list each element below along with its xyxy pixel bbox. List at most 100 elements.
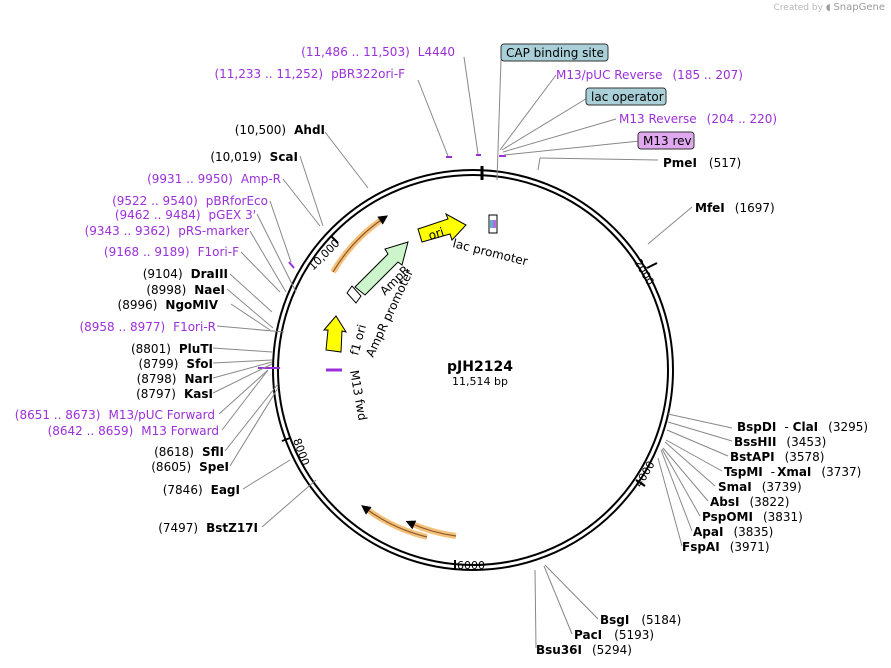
enzyme-bstapi[interactable]: BstAPI (3578) (730, 450, 824, 464)
enzyme-ngomiv-pos: (8996) (118, 298, 158, 312)
primer-m13-puc-reverse-range: (185 .. 207) (673, 68, 743, 82)
enzyme-pmei-name: PmeI (663, 156, 697, 170)
enzyme-bspdi-clai[interactable]: BspDI-ClaI(3295) (737, 420, 868, 434)
enzyme-bspdi-sep: - (784, 420, 788, 434)
enzyme-smai-name: SmaI (718, 480, 752, 494)
enzyme-pmei-pos: (517) (709, 156, 741, 170)
enzyme-bsshii-name: BssHII (734, 435, 776, 449)
enzyme-bsu36i-name: Bsu36I (536, 643, 582, 657)
enzyme-paci[interactable]: PacI (5193) (574, 628, 654, 642)
primer-mark-pbrforeco (288, 261, 295, 269)
enzyme-xmai-name: XmaI (777, 465, 811, 479)
primer-pbrforeco: (9522 .. 9540)pBRforEco (112, 194, 268, 208)
enzyme-fspai[interactable]: FspAI(3971) (682, 540, 770, 554)
tick-4000: 4000 (632, 459, 657, 490)
primer-pgex3-name: pGEX 3' (209, 208, 256, 222)
enzyme-sfoi-name: SfoI (186, 357, 213, 371)
enzyme-scai-name: ScaI (270, 150, 298, 164)
enzyme-draiii-name: DraIII (191, 267, 228, 281)
primer-m13-puc-forward: (8651 .. 8673)M13/pUC Forward (15, 408, 215, 422)
primer-prs-marker-range: (9343 .. 9362) (85, 224, 171, 238)
m13-rev-box[interactable]: M13 rev (637, 131, 695, 150)
m13-fwd-feature: M13 fwd (326, 368, 370, 422)
enzyme-paci-name: PacI (574, 628, 602, 642)
enzyme-naei-name: NaeI (194, 283, 225, 297)
enzyme-paci-pos: (5193) (614, 628, 654, 642)
enzyme-bspdi-name: BspDI (737, 420, 776, 434)
enzyme-sfoi-pos: (8799) (139, 357, 179, 371)
enzyme-absi[interactable]: AbsI(3822) (710, 495, 789, 509)
enzyme-bsshii[interactable]: BssHII(3453) (734, 435, 826, 449)
lac-operator-box[interactable]: lac operator (585, 87, 667, 106)
enzyme-fspai-pos: (3971) (730, 540, 770, 554)
enzyme-smai[interactable]: SmaI (3739) (718, 480, 802, 494)
enzyme-pluti[interactable]: (8801)PluTI (131, 342, 213, 356)
tick-label-2000: 2000 (631, 257, 656, 288)
primer-m13-puc-reverse: M13/pUC Reverse (185 .. 207) (556, 68, 743, 82)
enzyme-kasi[interactable]: (8797)KasI (136, 387, 213, 401)
enzyme-eagi[interactable]: (7846) EagI (163, 483, 240, 497)
enzyme-nari-name: NarI (184, 372, 213, 386)
enzyme-pspomi[interactable]: PspOMI (3831) (702, 510, 803, 524)
tick-label-4000: 4000 (632, 459, 657, 490)
enzyme-kasi-name: KasI (184, 387, 213, 401)
enzyme-smai-pos: (3739) (762, 480, 802, 494)
plasmid-name: pJH2124 (447, 359, 513, 375)
enzyme-draiii[interactable]: (9104)DraIII (143, 267, 228, 281)
enzyme-nari-pos: (8798) (137, 372, 177, 386)
primer-l4440: (11,486 .. 11,503)L4440 (301, 45, 455, 59)
enzyme-pluti-pos: (8801) (131, 342, 171, 356)
primer-m13-puc-forward-name: M13/pUC Forward (108, 408, 215, 422)
enzyme-apai-pos: (3835) (733, 525, 773, 539)
primer-m13-forward-name: M13 Forward (141, 424, 219, 438)
primer-prs-marker: (9343 .. 9362)pRS-marker (85, 224, 249, 238)
primer-f1ori-f: (9168 .. 9189)F1ori-F (104, 245, 239, 259)
backbone-inner-ring (277, 174, 669, 566)
lac-operator-label: lac operator (591, 90, 664, 104)
enzyme-eagi-name: EagI (211, 483, 240, 497)
enzyme-ahdi[interactable]: (10,500) AhdI (235, 123, 325, 137)
ori-label: ori (427, 225, 446, 243)
primer-m13-reverse: M13 Reverse(204 .. 220) (619, 112, 777, 126)
enzyme-bsgi[interactable]: BsgI(5184) (600, 613, 681, 627)
primer-pbr322ori-f-name: pBR322ori-F (331, 67, 405, 81)
enzyme-apai[interactable]: ApaI (3835) (693, 525, 773, 539)
cap-binding-site-box[interactable]: CAP binding site (500, 43, 609, 62)
credit-prefix: Created by (773, 3, 823, 13)
enzyme-ngomiv[interactable]: (8996) NgoMIV (118, 298, 219, 312)
enzyme-bstapi-name: BstAPI (730, 450, 775, 464)
enzyme-bstz17i[interactable]: (7497)BstZ17I (158, 521, 258, 535)
enzyme-naei[interactable]: (8998)NaeI (146, 283, 225, 297)
credit-brand: SnapGene (833, 2, 885, 13)
enzyme-bstapi-pos: (3578) (785, 450, 825, 464)
enzyme-scai[interactable]: (10,019)ScaI (210, 150, 298, 164)
enzyme-sfli[interactable]: (8618) SflI (154, 445, 224, 459)
enzyme-sfli-pos: (8618) (154, 445, 194, 459)
enzyme-tspmi-name: TspMI (724, 465, 763, 479)
enzyme-mfei[interactable]: MfeI(1697) (695, 201, 775, 215)
enzyme-ngomiv-name: NgoMIV (165, 298, 218, 312)
enzyme-sfli-name: SflI (202, 445, 224, 459)
enzyme-eagi-pos: (7846) (163, 483, 203, 497)
enzyme-pspomi-pos: (3831) (763, 510, 803, 524)
enzyme-pmei[interactable]: PmeI (517) (663, 156, 741, 170)
enzyme-tspmi-xmai[interactable]: TspMI-XmaI(3737) (724, 465, 861, 479)
enzyme-spei-name: SpeI (199, 460, 229, 474)
enzyme-apai-name: ApaI (693, 525, 723, 539)
enzyme-ahdi-pos: (10,500) (235, 123, 286, 137)
enzyme-spei[interactable]: (8605)SpeI (151, 460, 229, 474)
tick-2000: 2000 (631, 257, 658, 288)
primer-f1ori-f-range: (9168 .. 9189) (104, 245, 190, 259)
enzyme-ahdi-name: AhdI (294, 123, 325, 137)
enzyme-nari[interactable]: (8798) NarI (137, 372, 213, 386)
enzyme-sfoi[interactable]: (8799) SfoI (139, 357, 213, 371)
orf-arc-bottom-1 (361, 505, 428, 540)
snapgene-logo-icon: ◖ (825, 3, 831, 13)
enzyme-bsgi-name: BsgI (600, 613, 629, 627)
enzyme-mfei-pos: (1697) (735, 201, 775, 215)
primer-m13-puc-reverse-name: M13/pUC Reverse (556, 68, 663, 82)
enzyme-bsu36i[interactable]: Bsu36I(5294) (536, 643, 632, 657)
enzyme-pspomi-name: PspOMI (702, 510, 753, 524)
primer-pbrforeco-range: (9522 .. 9540) (112, 194, 198, 208)
